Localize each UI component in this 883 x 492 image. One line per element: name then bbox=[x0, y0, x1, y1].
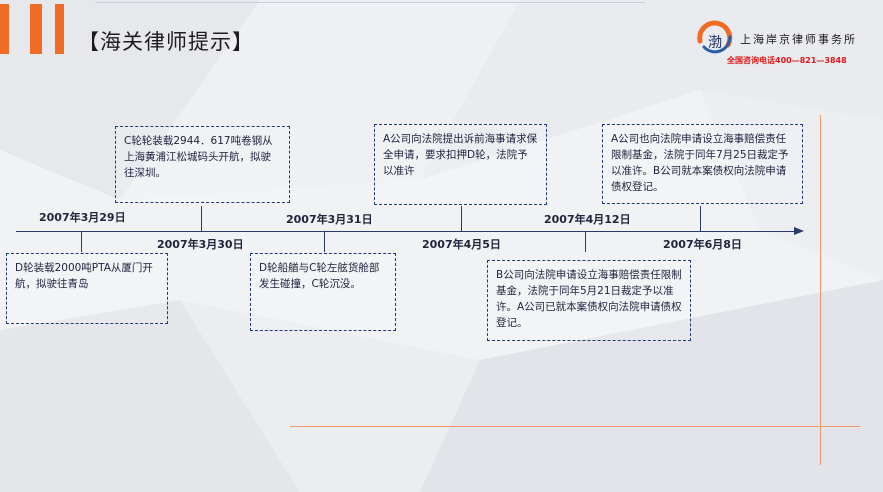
event-box: C轮轮装载2944．617吨卷钢从上海黄浦江松城码头开航，拟驶往深圳。 bbox=[115, 126, 290, 203]
timeline-tick bbox=[324, 231, 325, 252]
firm-logo: 渤 bbox=[697, 20, 733, 54]
accent-bar bbox=[0, 4, 9, 54]
timeline-tick bbox=[201, 206, 202, 231]
firm-name: 上海岸京律师事务所 bbox=[740, 33, 857, 46]
timeline-tick bbox=[81, 231, 82, 252]
event-box: A公司也向法院申请设立海事赔偿责任限制基金，法院于同年7月25日裁定予以准许。B… bbox=[602, 124, 803, 204]
timeline-tick bbox=[461, 206, 462, 231]
timeline-axis bbox=[16, 231, 796, 232]
timeline-date: 2007年4月12日 bbox=[544, 213, 631, 226]
timeline-date: 2007年3月31日 bbox=[286, 213, 373, 226]
logo-glyph: 渤 bbox=[708, 35, 722, 51]
timeline-date: 2007年3月30日 bbox=[157, 238, 244, 251]
timeline-tick bbox=[585, 231, 586, 252]
accent-bar bbox=[55, 4, 64, 54]
event-box: D轮装载2000吨PTA从厦门开航，拟驶往青岛 bbox=[6, 253, 168, 324]
event-box: B公司向法院申请设立海事赔偿责任限制基金，法院于同年5月21日裁定予以准许。A公… bbox=[487, 260, 691, 341]
timeline-arrow bbox=[794, 227, 804, 235]
timeline-date: 2007年3月29日 bbox=[39, 211, 126, 224]
timeline-date: 2007年4月5日 bbox=[422, 238, 501, 251]
page-title: 【海关律师提示】 bbox=[78, 30, 254, 54]
event-box: A公司向法院提出诉前海事请求保全申请，要求扣押D轮，法院予以准许 bbox=[374, 124, 547, 205]
top-divider bbox=[95, 2, 645, 3]
timeline-tick bbox=[700, 206, 701, 231]
accent-bar bbox=[30, 4, 42, 54]
firm-phone: 全国咨询电话400—821—3848 bbox=[727, 56, 847, 65]
event-box: D轮船艏与C轮左舷货舱部发生碰撞，C轮沉没。 bbox=[250, 253, 396, 331]
decorative-line bbox=[290, 426, 860, 427]
timeline-date: 2007年6月8日 bbox=[663, 238, 742, 251]
decorative-line bbox=[820, 115, 821, 465]
